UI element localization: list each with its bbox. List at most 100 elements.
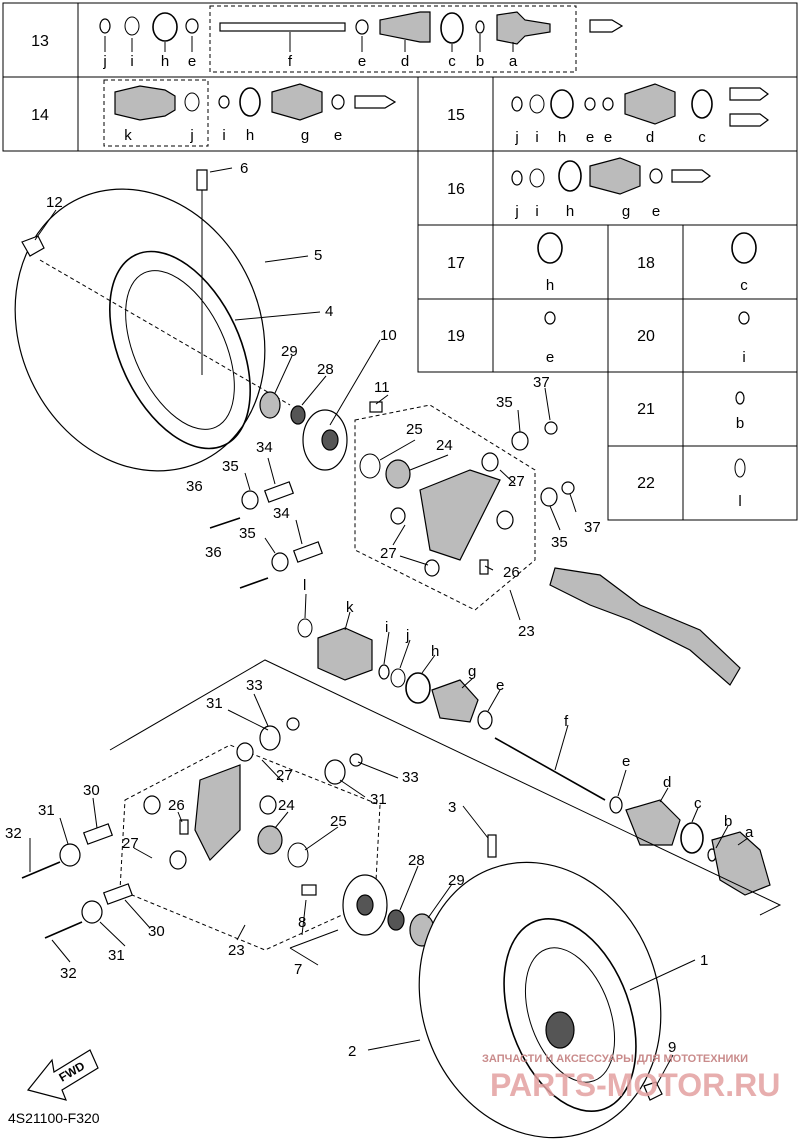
callout-4: 4 — [325, 303, 333, 320]
callout-h: h — [431, 643, 439, 660]
callout-33-a: 33 — [246, 677, 263, 694]
svg-text:e: e — [188, 53, 196, 70]
callout-31-a: 31 — [206, 695, 223, 712]
callout-25-lower: 25 — [330, 813, 347, 830]
callout-29-lower: 29 — [448, 872, 465, 889]
callout-27-left: 27 — [380, 545, 397, 562]
svg-text:j: j — [514, 203, 518, 220]
row-number-13: 13 — [31, 33, 49, 50]
callout-28: 28 — [317, 361, 334, 378]
row-number-22: 22 — [637, 475, 655, 492]
row-number-18: 18 — [637, 255, 655, 272]
valve-3 — [487, 834, 497, 858]
row-19-letter: e — [546, 349, 554, 366]
callout-30-a: 30 — [83, 782, 100, 799]
row-18-letter: c — [740, 277, 748, 294]
watermark-brand: PARTS-MOTOR.RU — [490, 1067, 780, 1103]
callout-j: j — [405, 627, 409, 644]
nut-28 — [290, 405, 306, 425]
callout-27-lower: 27 — [276, 767, 293, 784]
svg-text:f: f — [288, 53, 293, 70]
wheel-4 — [109, 250, 251, 450]
svg-text:d: d — [646, 129, 654, 146]
drive-shaft-front — [549, 567, 741, 686]
svg-text:j: j — [514, 129, 518, 146]
callout-i: i — [385, 619, 388, 636]
row-number-14: 14 — [31, 107, 49, 124]
callout-d: d — [663, 774, 671, 791]
bolt-11 — [369, 401, 383, 413]
callout-6: 6 — [240, 160, 248, 177]
boot-g — [431, 679, 479, 723]
bearing-24 — [385, 459, 411, 489]
svg-text:e: e — [604, 129, 612, 146]
callout-37-top: 37 — [533, 374, 550, 391]
joint-k — [317, 627, 373, 681]
bolt-36-a — [209, 517, 241, 529]
svg-text:k: k — [124, 127, 132, 144]
callout-labels: 6 12 5 4 10 11 29 28 25 24 35 37 27 37 3… — [5, 160, 754, 1060]
nut-12 — [21, 235, 45, 257]
row-16-letters: j i h g e — [514, 203, 660, 220]
svg-text:b: b — [476, 53, 484, 70]
row-14-letters: k j i h g e — [124, 127, 342, 144]
callout-5: 5 — [314, 247, 322, 264]
svg-text:e: e — [358, 53, 366, 70]
row-16-parts — [511, 157, 711, 195]
callout-g: g — [468, 663, 476, 680]
callout-27-lower-left: 27 — [122, 835, 139, 852]
callout-26: 26 — [503, 564, 520, 581]
row-number-19: 19 — [447, 328, 465, 345]
bolt-8 — [301, 884, 317, 896]
svg-text:h: h — [246, 127, 254, 144]
callout-36-b: 36 — [205, 544, 222, 561]
callout-l: l — [303, 577, 306, 594]
callout-32-a: 32 — [5, 825, 22, 842]
row-number-17: 17 — [447, 255, 465, 272]
svg-text:a: a — [509, 53, 518, 70]
shaft-f — [494, 737, 606, 801]
table-row-14 — [2, 76, 798, 152]
callout-23-lower: 23 — [228, 942, 245, 959]
boot-d — [625, 799, 681, 846]
callout-37-right: 37 — [584, 519, 601, 536]
svg-text:d: d — [401, 53, 409, 70]
svg-text:c: c — [448, 53, 456, 70]
callout-8: 8 — [298, 914, 306, 931]
callout-27-right: 27 — [508, 473, 525, 490]
callout-31-b: 31 — [370, 791, 387, 808]
callout-26-lower: 26 — [168, 797, 185, 814]
callout-34-b: 34 — [273, 505, 290, 522]
callout-a: a — [745, 824, 754, 841]
washer-35-upper — [511, 431, 529, 451]
callout-31-d: 31 — [108, 947, 125, 964]
callout-29: 29 — [281, 343, 298, 360]
callout-12: 12 — [46, 194, 63, 211]
collar-34-a — [263, 481, 295, 503]
svg-text:j: j — [189, 127, 193, 144]
callout-35-a: 35 — [222, 458, 239, 475]
collar-34-b — [292, 541, 324, 563]
callout-25: 25 — [406, 421, 423, 438]
callout-b: b — [724, 813, 732, 830]
callout-1: 1 — [700, 952, 708, 969]
callout-35-right: 35 — [551, 534, 568, 551]
nut-9 — [643, 1081, 663, 1101]
row-17-letter: h — [546, 277, 554, 294]
single-item-parts — [537, 232, 757, 478]
callout-2: 2 — [348, 1043, 356, 1060]
row-15-parts — [511, 83, 769, 127]
row-22-letter: l — [738, 493, 741, 510]
row-number-21: 21 — [637, 401, 655, 418]
callout-23: 23 — [518, 623, 535, 640]
svg-text:h: h — [566, 203, 574, 220]
callout-28-lower: 28 — [408, 852, 425, 869]
callout-7: 7 — [294, 961, 302, 978]
callout-c: c — [694, 795, 702, 812]
svg-text:e: e — [334, 127, 342, 144]
row-number-15: 15 — [447, 107, 465, 124]
watermark: ЗАПЧАСТИ И АКСЕССУАРЫ ДЛЯ МОТОТЕХНИКИ PA… — [482, 1053, 780, 1103]
callout-30-b: 30 — [148, 923, 165, 940]
svg-text:c: c — [698, 129, 706, 146]
